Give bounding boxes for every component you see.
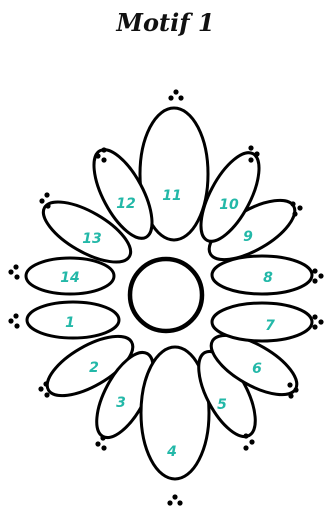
picot-dot <box>287 382 292 387</box>
picot-dot <box>101 157 106 162</box>
picot-dot <box>13 264 18 269</box>
picot-dot <box>293 387 298 392</box>
petal-label-3: 3 <box>116 395 126 411</box>
picot-dot <box>172 494 177 499</box>
picot-dot <box>38 386 43 391</box>
picot-dot <box>168 95 173 100</box>
picot-dots <box>168 89 183 100</box>
petal-label-12: 12 <box>116 196 135 212</box>
picot-dot <box>318 273 323 278</box>
picot-dot <box>14 274 19 279</box>
petal-8 <box>212 256 312 294</box>
picot-dot <box>254 151 259 156</box>
picot-dot <box>292 211 297 216</box>
petal-label-6: 6 <box>252 361 262 377</box>
petal-7 <box>212 303 312 341</box>
picot-dot <box>248 157 253 162</box>
picot-dot <box>44 192 49 197</box>
picot-dot <box>177 500 182 505</box>
picot-dot <box>95 153 100 158</box>
picot-dot <box>39 198 44 203</box>
picot-dot <box>167 500 172 505</box>
petal-label-4: 4 <box>166 444 177 460</box>
picot-dot <box>290 201 295 206</box>
picot-dot <box>243 433 248 438</box>
picot-dot <box>43 381 48 386</box>
picot-dot <box>243 445 248 450</box>
picot-dot <box>312 324 317 329</box>
petal-label-11: 11 <box>162 188 181 204</box>
picot-dot <box>312 278 317 283</box>
picot-dots <box>95 435 106 450</box>
picot-dot <box>8 269 13 274</box>
picot-dots <box>8 313 19 328</box>
picot-dots <box>8 264 19 279</box>
picot-dot <box>288 393 293 398</box>
petal-label-5: 5 <box>217 397 227 413</box>
picot-dot <box>14 323 19 328</box>
petal-label-8: 8 <box>263 270 273 286</box>
petal-label-2: 2 <box>89 360 99 376</box>
petal-label-13: 13 <box>82 231 101 247</box>
picot-dot <box>312 268 317 273</box>
picot-dot <box>249 439 254 444</box>
picot-dot <box>312 314 317 319</box>
picot-dot <box>178 95 183 100</box>
picot-dot <box>13 313 18 318</box>
petal-label-1: 1 <box>65 315 75 331</box>
picot-dot <box>297 205 302 210</box>
center-ring <box>130 259 202 331</box>
picot-dot <box>44 392 49 397</box>
petal-label-9: 9 <box>243 229 253 245</box>
picot-dot <box>173 89 178 94</box>
picot-dot <box>100 435 105 440</box>
picot-dot <box>101 445 106 450</box>
picot-dot <box>318 319 323 324</box>
picot-dot <box>45 203 50 208</box>
petal-label-14: 14 <box>60 270 79 286</box>
petal-label-10: 10 <box>219 197 239 213</box>
picot-dots <box>312 268 323 283</box>
picot-dot <box>101 147 106 152</box>
picot-dot <box>248 145 253 150</box>
picot-dot <box>95 441 100 446</box>
picot-dots <box>312 314 323 329</box>
petal-label-7: 7 <box>265 318 275 334</box>
picot-dot <box>8 318 13 323</box>
picot-dots <box>167 494 182 505</box>
